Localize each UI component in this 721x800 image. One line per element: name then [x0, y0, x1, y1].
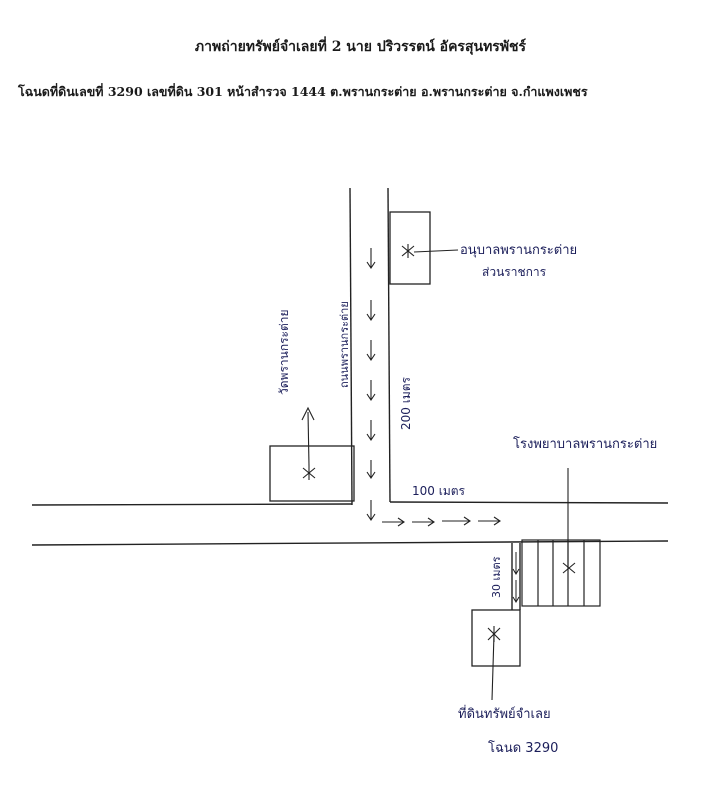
- temple-marker-icon: [302, 466, 316, 480]
- hospital-marker-icon: [562, 562, 576, 574]
- temple-label: วัดพรานกระต่าย: [277, 309, 291, 395]
- vertical-road-left-edge: [349, 187, 353, 506]
- vertical-road-right-edge: [387, 187, 391, 503]
- temple-pointer-arrowhead: [301, 406, 315, 421]
- temple-pointer: [307, 411, 310, 467]
- distance-100-label: 100 เมตร: [412, 484, 466, 498]
- temple-building: [269, 445, 355, 502]
- school-label-line2: ส่วนราชการ: [482, 265, 547, 279]
- direction-arrows-horizontal: [382, 516, 501, 527]
- main-road-top-edge-left: [31, 503, 353, 506]
- distance-200-label: 200 เมตร: [399, 376, 413, 430]
- school-marker-icon: [401, 244, 415, 258]
- roads: [31, 187, 669, 610]
- distance-30-label: 30 เมตร: [490, 556, 503, 598]
- document-title: ภาพถ่ายทรัพย์จำเลยที่ 2 นาย ปริวรรตน์ อั…: [194, 39, 527, 55]
- property-label: ที่ดินทรัพย์จำเลย: [458, 705, 551, 722]
- direction-arrows-vertical: [366, 248, 376, 521]
- main-road-top-edge-right: [389, 501, 669, 504]
- hospital-building: [521, 539, 601, 607]
- deed-number-label: โฉนด 3290: [488, 740, 558, 756]
- school-pointer: [413, 249, 459, 253]
- main-road-bottom-edge: [31, 540, 669, 546]
- school-label: อนุบาลพรานกระต่าย: [460, 243, 577, 258]
- school-building: [389, 211, 431, 285]
- deed-description: โฉนดที่ดินเลขที่ 3290 เลขที่ดิน 301 หน้า…: [18, 84, 588, 99]
- property-parcel: [471, 609, 521, 667]
- hospital-label: โรงพยาบาลพรานกระต่าย: [513, 436, 657, 452]
- direction-arrows-side-lane: [512, 552, 520, 603]
- property-pointer: [491, 633, 495, 701]
- vertical-road-label: ถนนพรานกระต่าย: [338, 301, 351, 388]
